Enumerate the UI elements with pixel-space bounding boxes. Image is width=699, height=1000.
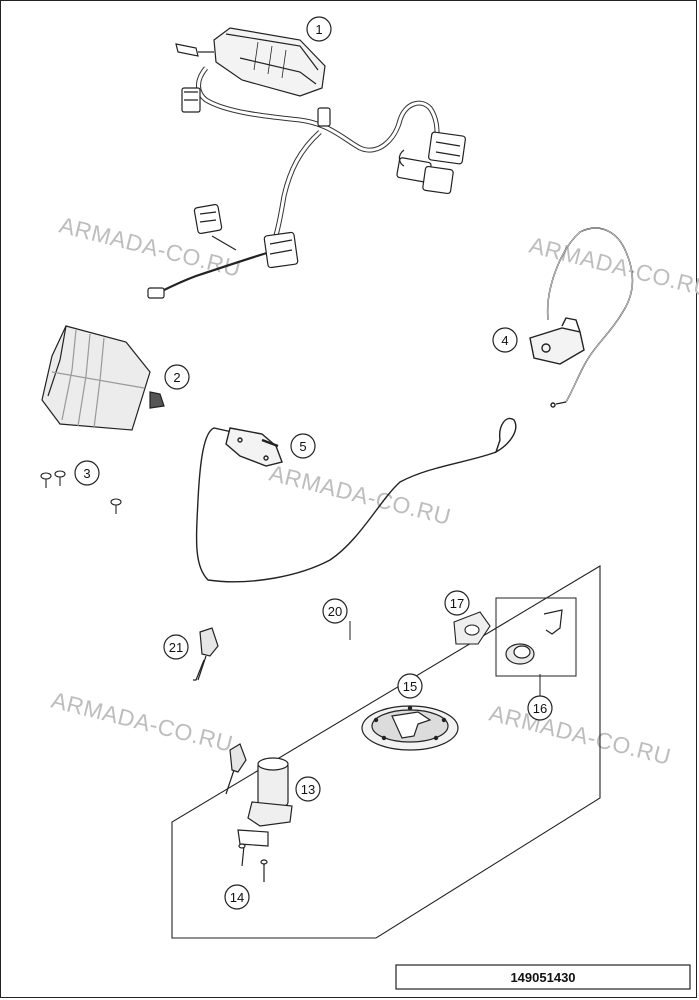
svg-text:5: 5: [299, 439, 306, 454]
key-icon: [193, 627, 219, 681]
fuel-cap-icon: [361, 705, 459, 751]
callout-16: 16: [527, 695, 553, 721]
callout-14: 14: [224, 884, 250, 910]
callout-17: 17: [444, 590, 470, 616]
callout-13: 13: [295, 776, 321, 802]
dashboard-icon: [41, 325, 165, 431]
cable-icon: [529, 227, 634, 408]
leader-lines: [349, 621, 541, 696]
part-number: 149051430: [510, 970, 575, 985]
watermark-3: ARMADA-CO.RU: [267, 460, 454, 530]
svg-text:21: 21: [169, 640, 183, 655]
ignition-lock-icon: [225, 743, 293, 882]
part-number-box: 149051430: [395, 964, 691, 990]
callout-4: 4: [492, 327, 518, 353]
detail-box: [495, 597, 577, 677]
callout-5: 5: [290, 433, 316, 459]
watermark-2: ARMADA-CO.RU: [527, 232, 699, 302]
svg-text:14: 14: [230, 890, 244, 905]
svg-text:16: 16: [533, 701, 547, 716]
callout-1: 1: [306, 16, 332, 42]
watermark-5: ARMADA-CO.RU: [487, 700, 674, 770]
wiring-harness-icon: [147, 27, 466, 299]
svg-text:15: 15: [403, 679, 417, 694]
callout-15: 15: [397, 673, 423, 699]
cable-icon: [195, 417, 517, 583]
svg-text:4: 4: [501, 333, 508, 348]
svg-text:20: 20: [328, 604, 342, 619]
callouts: 1 2 3 4 5 13 14 15 16 17 20 21: [74, 16, 553, 910]
svg-text:17: 17: [450, 596, 464, 611]
lock-cylinder-icon: [505, 609, 563, 665]
clip-icon: [453, 611, 491, 645]
screw-icon: [40, 470, 122, 514]
svg-text:3: 3: [83, 466, 90, 481]
svg-text:13: 13: [301, 782, 315, 797]
watermark-4: ARMADA-CO.RU: [49, 687, 236, 757]
callout-3: 3: [74, 460, 100, 486]
callout-20: 20: [322, 598, 348, 624]
callout-21: 21: [163, 634, 189, 660]
callout-2: 2: [164, 364, 190, 390]
svg-text:2: 2: [173, 370, 180, 385]
watermarks: ARMADA-CO.RU ARMADA-CO.RU ARMADA-CO.RU A…: [49, 212, 699, 770]
group-outline: [171, 565, 601, 939]
svg-text:1: 1: [315, 22, 322, 37]
